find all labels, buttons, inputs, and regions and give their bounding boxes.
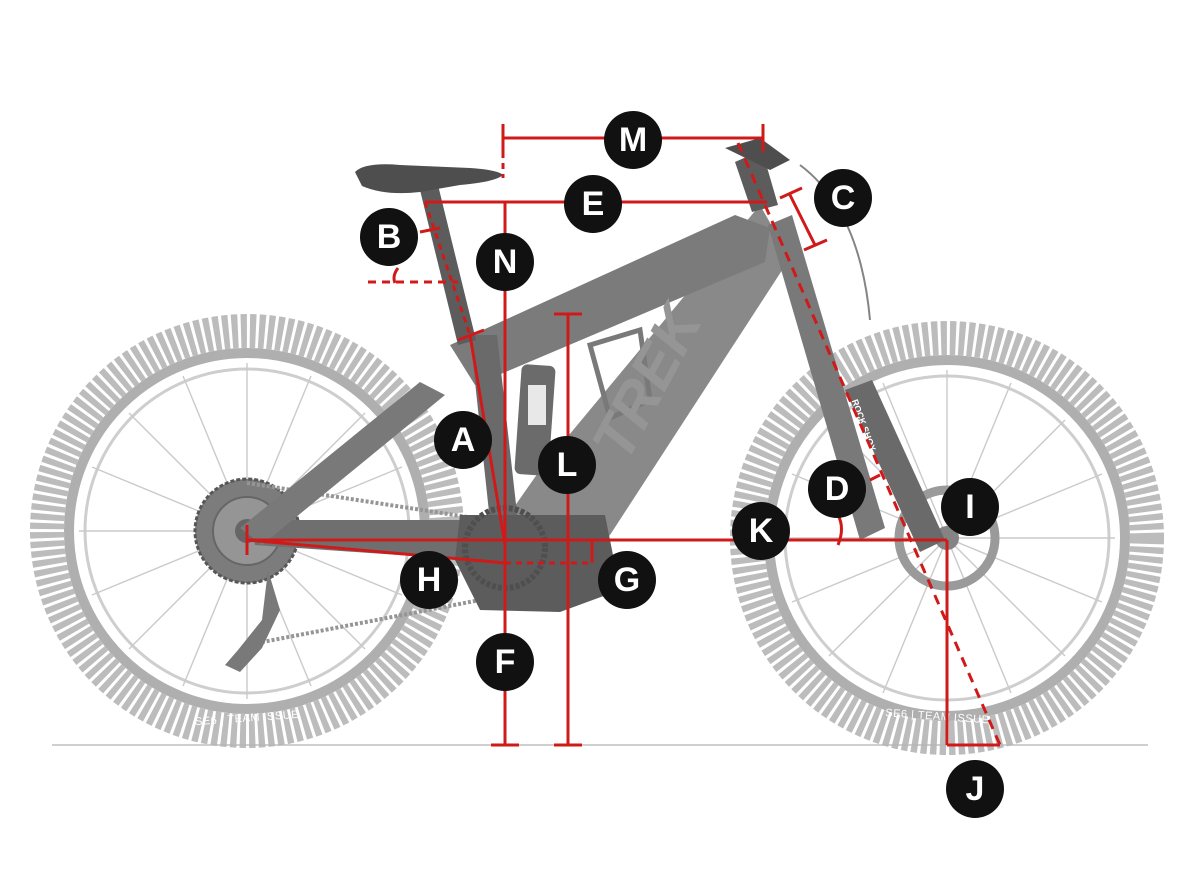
saddle	[355, 164, 503, 194]
badge-D: D	[808, 460, 866, 518]
dim-H-line	[246, 538, 506, 565]
badge-C: C	[814, 169, 872, 227]
fork-lower	[845, 380, 945, 552]
badge-E: E	[564, 175, 622, 233]
badge-K: K	[732, 502, 790, 560]
svg-text:G: G	[614, 561, 640, 599]
svg-text:B: B	[377, 218, 402, 256]
seatstay	[240, 382, 445, 545]
badge-N: N	[476, 233, 534, 291]
svg-text:I: I	[965, 488, 974, 526]
seat-tube	[470, 335, 520, 540]
badge-A: A	[434, 411, 492, 469]
label-badges: M E C B N A L D	[360, 111, 1004, 818]
svg-text:L: L	[557, 446, 578, 484]
dim-head-axis	[736, 142, 1002, 746]
svg-text:M: M	[619, 121, 647, 159]
badge-H: H	[400, 551, 458, 609]
dim-C-line	[788, 194, 817, 246]
top-tube	[450, 215, 770, 385]
rear-derailleur	[225, 570, 280, 672]
svg-text:N: N	[493, 243, 518, 281]
dim-B-line	[423, 201, 472, 336]
bottle-cage	[586, 326, 653, 422]
svg-text:K: K	[749, 512, 774, 550]
svg-text:A: A	[451, 421, 476, 459]
badge-J: J	[946, 760, 1004, 818]
badge-L: L	[538, 436, 596, 494]
badge-F: F	[476, 633, 534, 691]
svg-text:D: D	[825, 470, 850, 508]
handlebar	[725, 138, 790, 170]
badge-M: M	[604, 111, 662, 169]
svg-text:E: E	[582, 185, 605, 223]
seatpost	[420, 185, 476, 345]
badge-G: G	[598, 551, 656, 609]
svg-text:H: H	[417, 561, 442, 599]
fork	[768, 215, 885, 540]
svg-text:F: F	[495, 643, 516, 681]
stem	[735, 150, 778, 212]
badge-B: B	[360, 208, 418, 266]
svg-text:J: J	[966, 770, 985, 808]
badge-I: I	[941, 478, 999, 536]
svg-text:C: C	[831, 179, 856, 217]
